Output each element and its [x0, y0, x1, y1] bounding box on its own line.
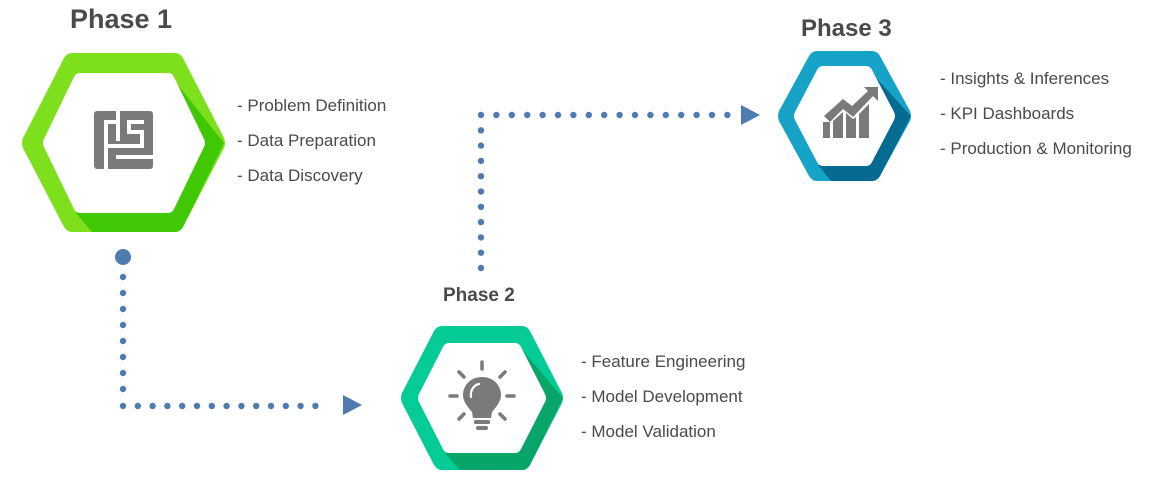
phase-1-item: - Problem Definition — [237, 96, 387, 115]
connector-dot — [477, 127, 485, 134]
connector-dot — [119, 289, 127, 297]
lightbulb-icon — [448, 360, 516, 430]
phase-3-hexagon — [778, 51, 911, 181]
connector-dot — [477, 157, 485, 165]
connector-dot — [678, 111, 685, 119]
phase-3-item: - Production & Monitoring — [940, 139, 1132, 158]
connector-phase1-to-phase2 — [115, 249, 362, 415]
phase-3-items: - Insights & Inferences - KPI Dashboards… — [940, 69, 1132, 174]
connector-dot — [223, 402, 230, 410]
connector-dot — [119, 321, 127, 329]
arrowhead-icon — [741, 105, 760, 125]
connector-dot — [164, 402, 171, 410]
connector-dot — [312, 402, 319, 410]
phase-1-item: - Data Discovery — [237, 166, 363, 185]
connector-dot — [477, 234, 485, 241]
connector-dot — [119, 305, 127, 313]
phase-3-item: - Insights & Inferences — [940, 69, 1110, 88]
connector-dot — [554, 111, 562, 119]
connector-dot — [631, 111, 639, 119]
connector-dot — [193, 402, 201, 410]
connector-dot — [179, 402, 186, 410]
connector-dot — [493, 111, 500, 119]
phase-2-item: - Model Validation — [581, 422, 716, 441]
connector-dot — [585, 111, 592, 119]
connector-dot — [282, 402, 289, 410]
connector-dot — [119, 273, 127, 281]
connector-dot — [570, 111, 577, 119]
maze-icon — [94, 111, 153, 169]
connector-dot — [724, 111, 731, 119]
phase-2-title: Phase 2 — [443, 285, 515, 306]
connector-dot — [477, 173, 485, 180]
connector-dot — [238, 402, 245, 410]
phase-3-item: - KPI Dashboards — [940, 104, 1075, 123]
connector-dot — [119, 337, 127, 345]
connector-dot — [208, 402, 215, 410]
connector-dot — [267, 402, 275, 410]
connector-dot — [693, 111, 700, 119]
connector-dot — [508, 111, 515, 119]
connector-dot — [616, 111, 623, 119]
phase-2-item: - Model Development — [581, 387, 743, 406]
connector-start-dot — [115, 249, 131, 265]
connector-dot — [253, 402, 260, 410]
connector-dot — [119, 385, 127, 393]
connector-dot — [647, 111, 654, 119]
connector-dot — [477, 218, 485, 226]
connector-dot — [119, 369, 127, 377]
connector-dot — [662, 111, 669, 119]
connector-dot — [477, 264, 485, 272]
connector-dot — [539, 111, 546, 119]
connector-dot — [477, 142, 485, 149]
connector-dot — [149, 402, 156, 410]
phase-2-items: - Feature Engineering - Model Developmen… — [581, 352, 745, 457]
connector-dot — [134, 402, 141, 410]
phase-1-items: - Problem Definition - Data Preparation … — [237, 96, 386, 201]
growth-chart-icon — [823, 87, 878, 138]
phase-1-hexagon — [22, 53, 225, 232]
connector-dot — [119, 402, 127, 410]
phase-1-title: Phase 1 — [70, 4, 173, 34]
connector-dot — [601, 111, 608, 119]
connector-dot — [524, 111, 531, 119]
connector-dot — [119, 353, 127, 361]
connector-dot — [477, 111, 485, 119]
phase-2-item: - Feature Engineering — [581, 352, 746, 371]
phase-3-title: Phase 3 — [801, 15, 892, 42]
phase-2-hexagon — [401, 326, 563, 470]
connector-phase2-to-phase3 — [477, 105, 760, 272]
connector-dot — [477, 249, 485, 256]
connector-dot — [297, 402, 304, 410]
phase-1-item: - Data Preparation — [237, 131, 376, 150]
connector-dot — [477, 188, 485, 195]
connector-dot — [477, 203, 485, 210]
arrowhead-icon — [343, 395, 362, 415]
connector-dot — [708, 111, 716, 119]
